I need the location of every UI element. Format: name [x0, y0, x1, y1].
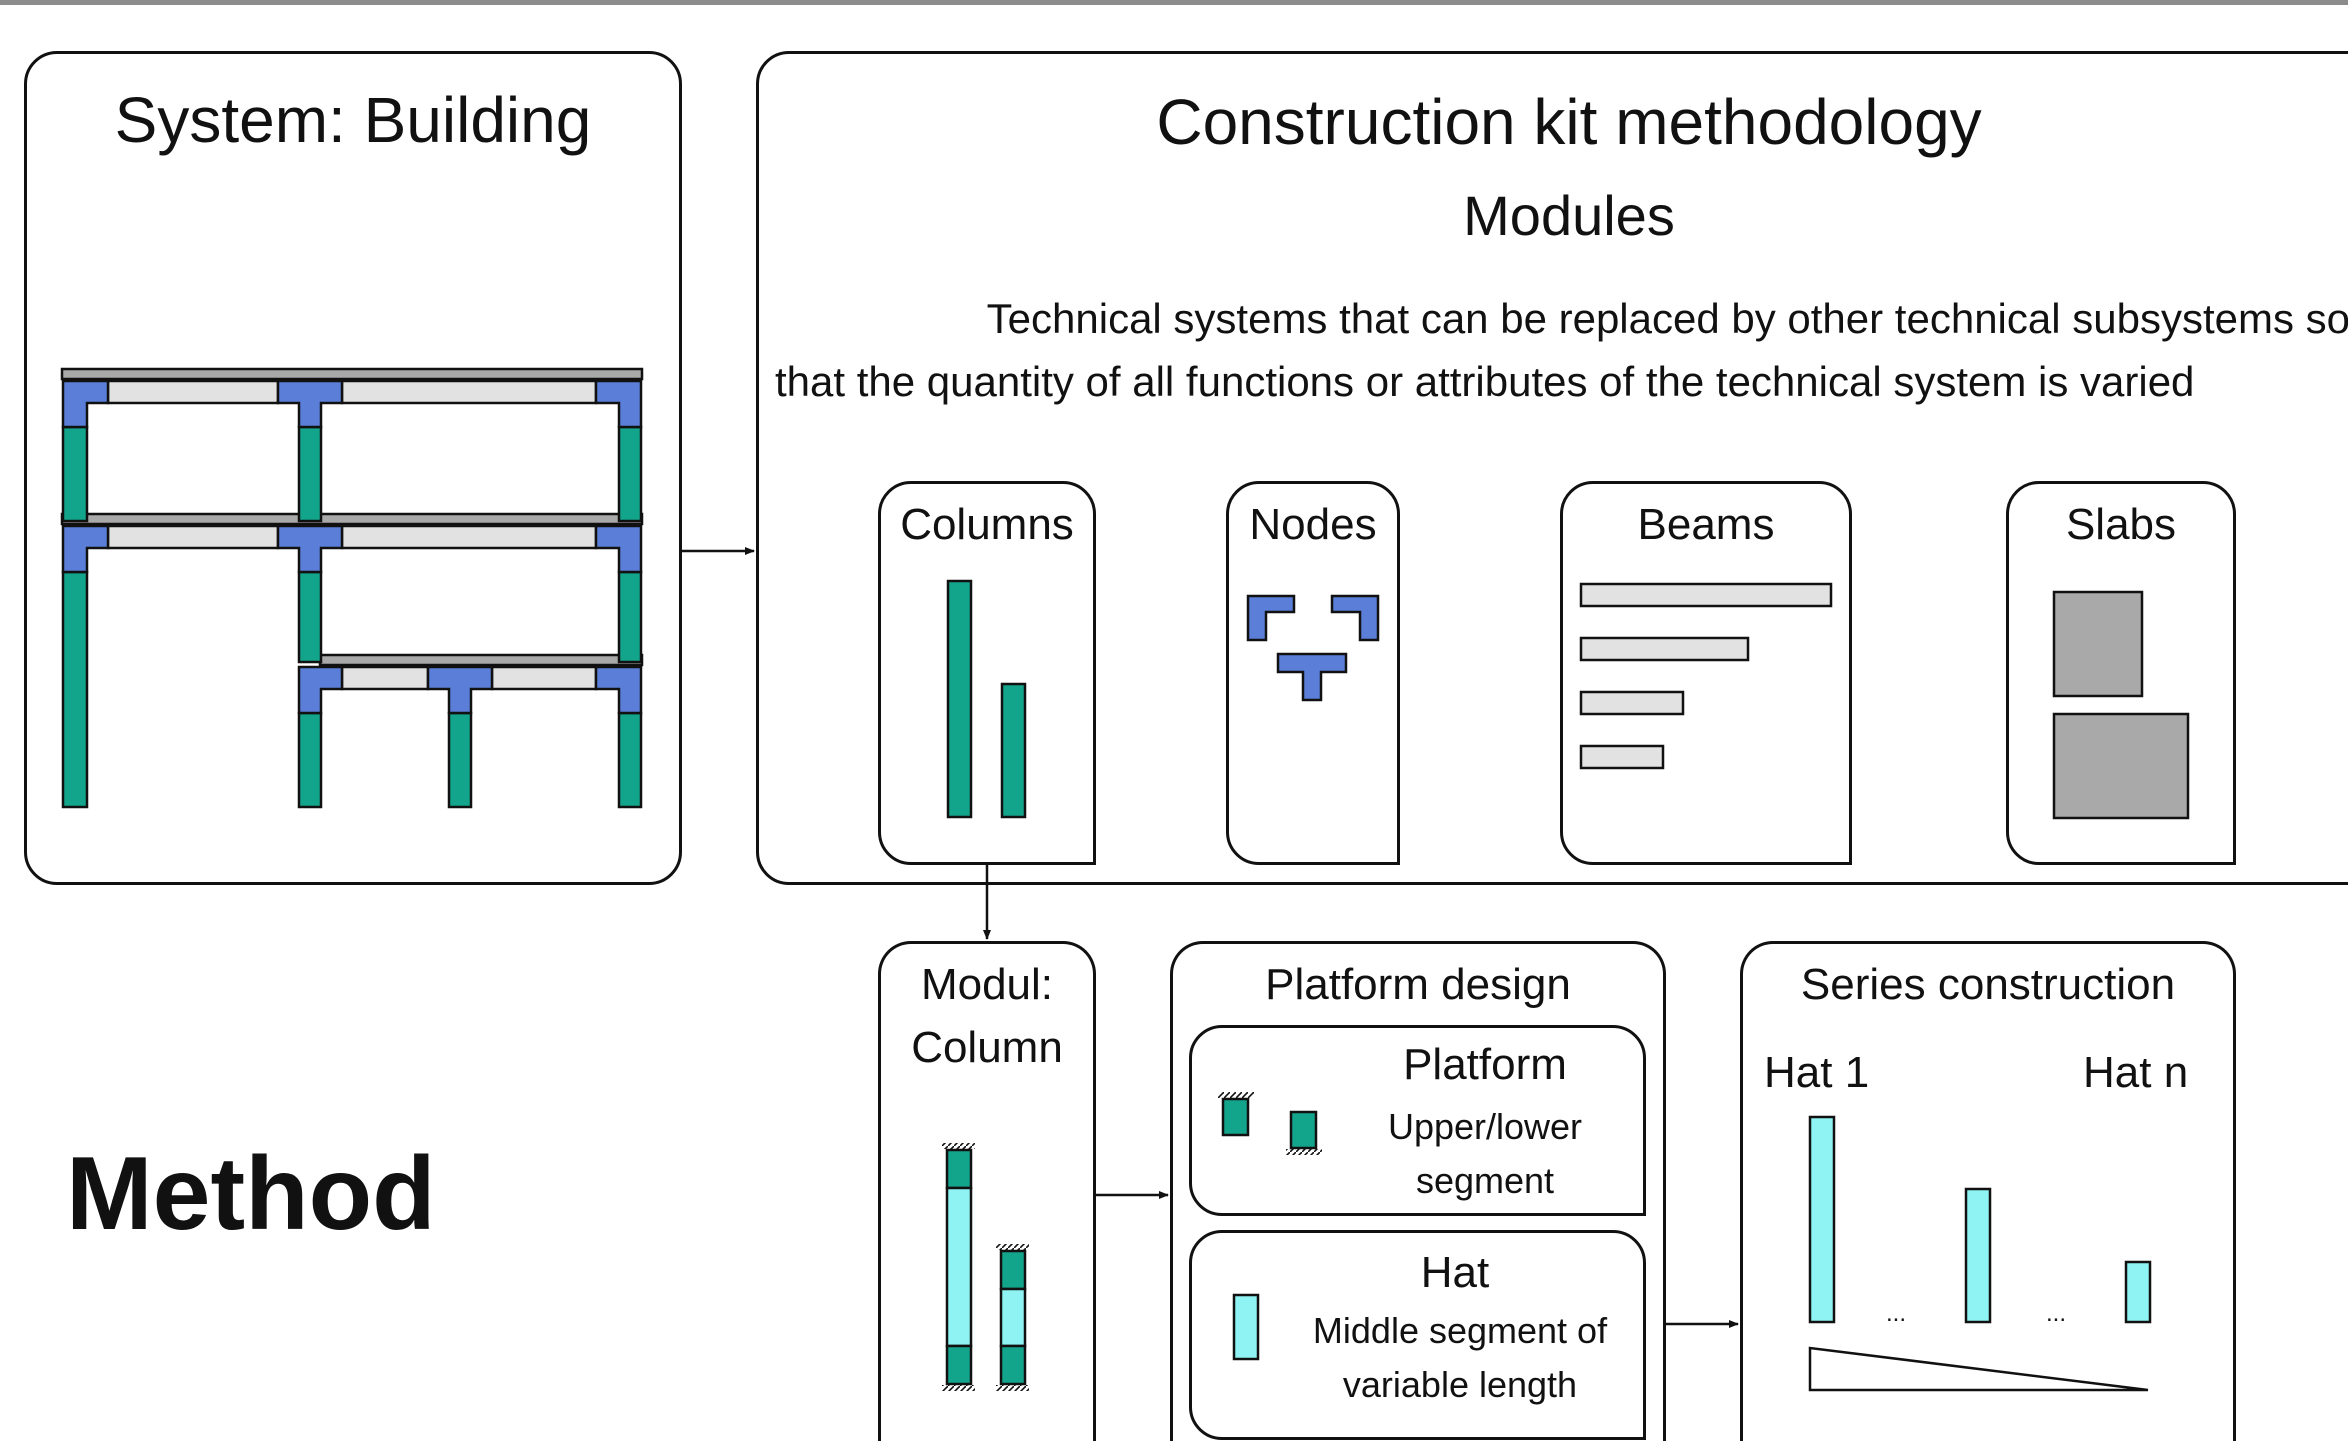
slabs-module-shapes: [2052, 590, 2190, 820]
hatch-bottom-2: [996, 1385, 1029, 1391]
building-beam: [340, 665, 430, 691]
segment-lower: [945, 1344, 973, 1386]
segment-middle-hat-2: [999, 1287, 1027, 1348]
series-ellipsis-2: ...: [2046, 1300, 2067, 1327]
nodes-module-shapes: [1246, 594, 1380, 702]
series-last-label: Hat n: [2083, 1048, 2189, 1097]
hatch-bottom: [942, 1385, 975, 1391]
beam-4: [1579, 744, 1665, 770]
flow-arrows: [682, 547, 1739, 1328]
modul-column-line2: Column: [911, 1023, 1063, 1072]
hat-desc-line2: variable length: [1342, 1364, 1578, 1405]
building-column: [61, 425, 89, 523]
building-node: [594, 379, 643, 429]
building-node: [61, 379, 110, 429]
beams-module-shapes: [1579, 582, 1833, 770]
series-construction-title: Series construction: [1800, 960, 2176, 1009]
building-column: [617, 425, 643, 523]
kit-description-line1: Technical systems that can be replaced b…: [986, 295, 2348, 342]
hat-1-bar: [1808, 1115, 1836, 1324]
building-node: [276, 524, 344, 574]
columns-module-shapes: [946, 579, 1027, 819]
building-beam: [340, 524, 598, 550]
building-roof-slab: [60, 367, 644, 381]
hatch-top: [942, 1143, 975, 1149]
building-node: [276, 379, 344, 429]
hatch-platform-bottom: [1286, 1149, 1322, 1155]
platform-lower-segment: [1289, 1110, 1318, 1150]
platform-title: Platform: [1403, 1040, 1567, 1089]
beam-2: [1579, 636, 1750, 662]
modul-column-shapes: [942, 1143, 1029, 1391]
building-slab-level3: [318, 653, 644, 667]
building-slab-level2: [60, 512, 644, 526]
segment-upper: [945, 1148, 973, 1190]
building-column: [447, 711, 473, 809]
hat-title: Hat: [1420, 1248, 1490, 1297]
kit-description-line2: that the quantity of all functions or at…: [775, 358, 2195, 405]
beam-3: [1579, 690, 1685, 716]
decreasing-length-wedge: [1808, 1346, 2149, 1392]
building-node: [61, 524, 110, 574]
series-ellipsis-1: ...: [1886, 1300, 1907, 1327]
building-frame-illustration: [60, 367, 644, 809]
platform-design-title: Platform design: [1265, 960, 1571, 1009]
kit-subtitle: Modules: [1463, 184, 1675, 247]
series-first-label: Hat 1: [1764, 1048, 1870, 1097]
platform-subcard: [1189, 1025, 1646, 1216]
hat-middle-segment: [1232, 1293, 1260, 1361]
building-column: [297, 570, 323, 664]
building-column: [617, 570, 643, 664]
hat-subcard: [1189, 1230, 1646, 1440]
module-label-nodes: Nodes: [1249, 500, 1377, 549]
segment-lower-2: [999, 1344, 1027, 1386]
column-tall: [946, 579, 973, 819]
node-corner-right: [1330, 594, 1380, 642]
building-node: [426, 665, 494, 715]
segment-upper-2: [999, 1249, 1027, 1291]
module-label-slabs: Slabs: [2065, 500, 2177, 549]
method-label: Method: [66, 1136, 436, 1252]
system-building-panel: [24, 51, 682, 885]
series-shapes: [1808, 1115, 2152, 1392]
building-node: [594, 524, 643, 574]
system-building-title: System: Building: [114, 84, 592, 156]
slab-small: [2052, 590, 2144, 698]
node-tee: [1276, 652, 1348, 702]
module-label-beams: Beams: [1637, 500, 1775, 549]
column-short: [1000, 682, 1027, 819]
building-beam: [490, 665, 598, 691]
hatch-top-2: [996, 1244, 1029, 1250]
module-label-columns: Columns: [900, 500, 1074, 549]
module-card-columns: [878, 481, 1096, 865]
hatch-platform-top: [1218, 1092, 1254, 1098]
node-corner-left: [1246, 594, 1296, 642]
hat-n-bar: [2124, 1260, 2152, 1324]
building-column: [297, 711, 323, 809]
platform-upper-segment: [1221, 1097, 1250, 1137]
platform-segment-shapes: [1218, 1092, 1322, 1361]
building-column: [617, 711, 643, 809]
kit-title: Construction kit methodology: [1156, 86, 1982, 158]
slab-large: [2052, 712, 2190, 820]
building-column: [297, 425, 323, 523]
building-node: [594, 665, 643, 715]
building-beam: [106, 379, 280, 405]
building-node: [297, 665, 344, 715]
segment-middle-hat: [945, 1186, 973, 1348]
platform-desc-line1: Upper/lower: [1387, 1106, 1583, 1147]
building-column: [61, 570, 89, 809]
top-rule: [0, 0, 2348, 5]
platform-desc-line2: segment: [1415, 1160, 1555, 1201]
modul-column-card: [878, 941, 1096, 1441]
modul-column-line1: Modul:: [920, 960, 1054, 1009]
building-beam: [340, 379, 598, 405]
module-card-beams: [1560, 481, 1852, 865]
building-beam: [106, 524, 280, 550]
beam-1: [1579, 582, 1833, 608]
hat-desc-line1: Middle segment of: [1312, 1310, 1608, 1351]
hat-mid-bar: [1964, 1187, 1992, 1324]
